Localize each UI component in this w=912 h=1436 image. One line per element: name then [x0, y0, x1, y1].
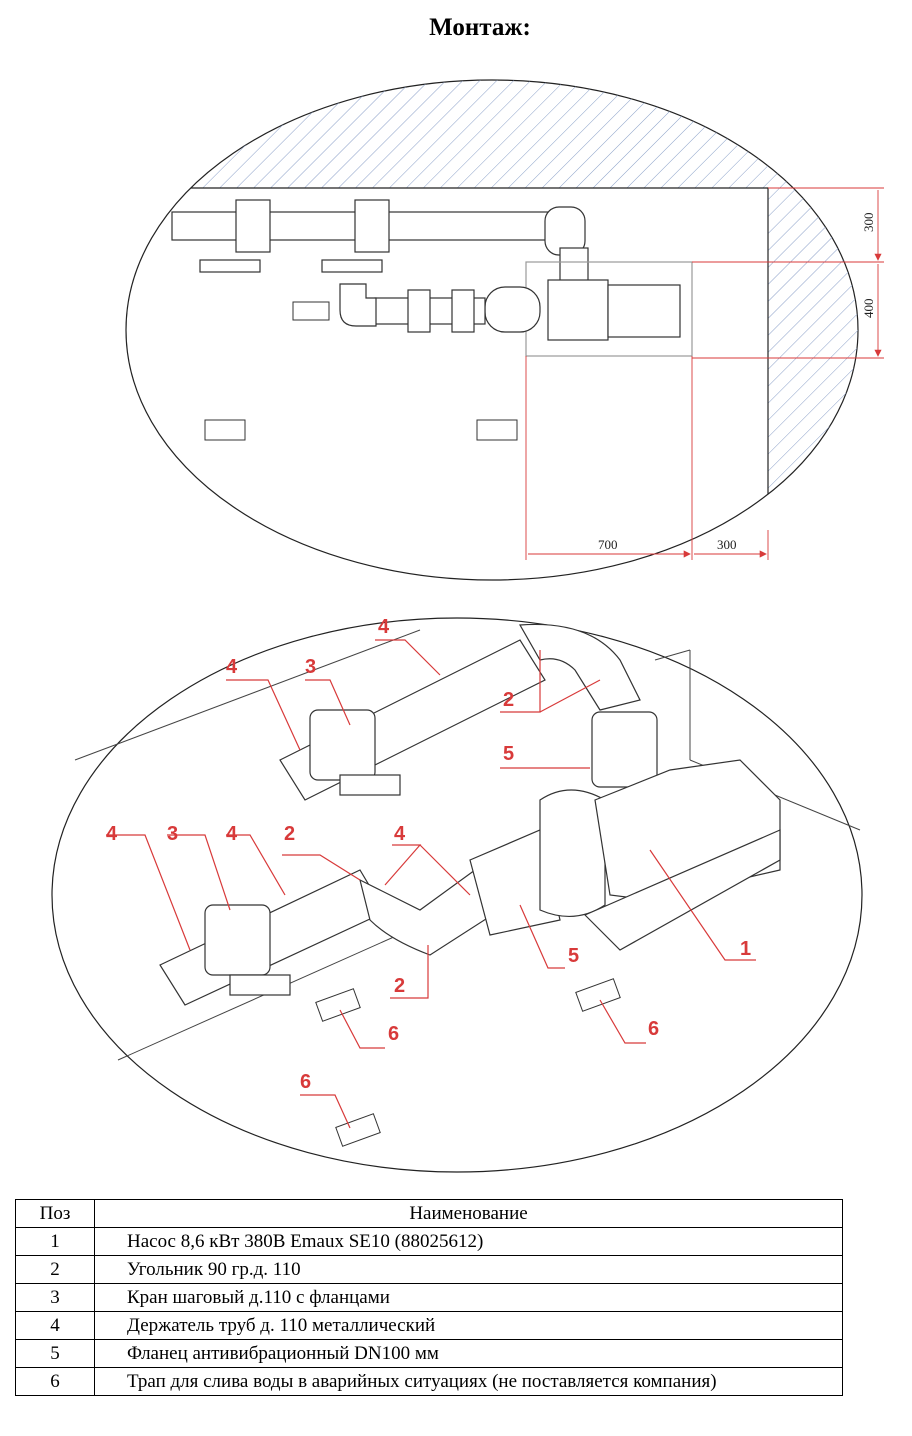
callout-label: 6 — [300, 1071, 311, 1093]
column-header-name: Наименование — [94, 1199, 843, 1228]
table-row: 3 Кран шаговый д.110 с фланцами — [15, 1283, 843, 1312]
callout-label: 2 — [394, 975, 405, 997]
table-header-row: Поз Наименование — [15, 1199, 843, 1228]
cell-pos: 3 — [15, 1283, 95, 1312]
dim-h2: 300 — [717, 537, 737, 552]
cell-pos: 2 — [15, 1255, 95, 1284]
callout-label: 3 — [305, 656, 316, 678]
cell-name: Насос 8,6 кВт 380В Emaux SE10 (88025612) — [94, 1227, 843, 1256]
callout-label: 2 — [503, 689, 514, 711]
table-row: 6 Трап для слива воды в аварийных ситуац… — [15, 1367, 843, 1396]
cell-pos: 5 — [15, 1339, 95, 1368]
dim-v1: 300 — [861, 213, 876, 233]
callout-label: 3 — [167, 823, 178, 845]
cell-name: Угольник 90 гр.д. 110 — [94, 1255, 843, 1284]
callout-label: 5 — [568, 945, 579, 967]
callout-label: 5 — [503, 743, 514, 765]
table-row: 5 Фланец антивибрационный DN100 мм — [15, 1339, 843, 1368]
callout-label: 6 — [648, 1018, 659, 1040]
plan-view: 300 400 700 300 — [125, 79, 884, 581]
dim-h1: 700 — [598, 537, 618, 552]
callout-labels: 4 3 4 2 5 4 3 4 2 4 2 5 1 6 6 6 — [106, 616, 751, 1093]
callout-label: 2 — [284, 823, 295, 845]
cell-pos: 6 — [15, 1367, 95, 1396]
callout-label: 4 — [394, 823, 406, 845]
callout-label: 4 — [378, 616, 390, 638]
column-header-pos: Поз — [15, 1199, 95, 1228]
cell-name: Трап для слива воды в аварийных ситуация… — [94, 1367, 843, 1396]
isometric-view: 4 3 4 2 5 4 3 4 2 4 2 5 1 6 6 6 — [51, 616, 863, 1173]
cell-name: Кран шаговый д.110 с фланцами — [94, 1283, 843, 1312]
callout-label: 6 — [388, 1023, 399, 1045]
cell-name: Держатель труб д. 110 металлический — [94, 1311, 843, 1340]
parts-table: Поз Наименование 1 Насос 8,6 кВт 380В Em… — [15, 1199, 843, 1396]
callout-label: 4 — [226, 823, 238, 845]
page-title: Монтаж: — [429, 14, 531, 41]
dim-v2: 400 — [861, 299, 876, 319]
cell-pos: 4 — [15, 1311, 95, 1340]
callout-label: 1 — [740, 938, 751, 960]
table-row: 4 Держатель труб д. 110 металлический — [15, 1311, 843, 1340]
callout-label: 4 — [226, 656, 238, 678]
table-row: 1 Насос 8,6 кВт 380В Emaux SE10 (8802561… — [15, 1227, 843, 1256]
callout-label: 4 — [106, 823, 118, 845]
installation-drawings: 300 400 700 300 — [51, 79, 884, 1173]
table-row: 2 Угольник 90 гр.д. 110 — [15, 1255, 843, 1284]
cell-pos: 1 — [15, 1227, 95, 1256]
cell-name: Фланец антивибрационный DN100 мм — [94, 1339, 843, 1368]
